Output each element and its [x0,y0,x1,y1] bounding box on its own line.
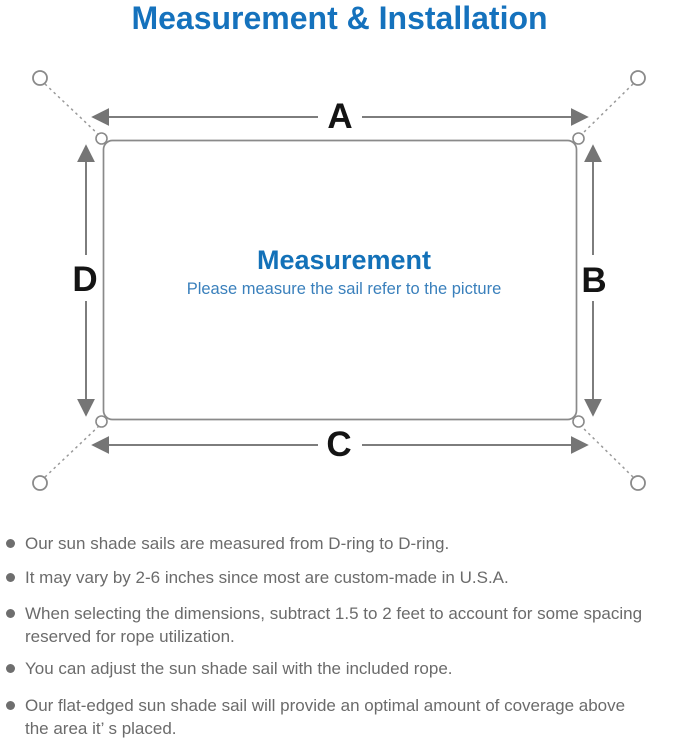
sail-outline [102,139,578,421]
note-text: Our sun shade sails are measured from D-… [25,532,449,555]
rope-line-top-right [579,83,634,137]
dimension-label-d: D [72,260,97,299]
rope-line-bottom-left [44,424,101,478]
bullet-icon [6,573,15,582]
list-item: When selecting the dimensions, subtract … [4,602,676,648]
bullet-icon [6,539,15,548]
list-item: Our flat-edged sun shade sail will provi… [4,694,676,739]
rope-line-top-left [44,83,101,137]
note-line: reserved for rope utilization. [25,627,235,646]
dimension-label-a: A [327,97,352,136]
note-line: Our sun shade sails are measured from D-… [25,534,450,553]
list-item: You can adjust the sun shade sail with t… [4,657,676,680]
note-text: You can adjust the sun shade sail with t… [25,657,453,680]
d-ring-top-right [572,132,585,145]
anchor-point-bottom-left [32,475,48,491]
bullet-icon [6,701,15,710]
notes-list: Our sun shade sails are measured from D-… [4,532,676,739]
d-ring-top-left [95,132,108,145]
dimension-label-b: B [581,261,606,300]
measurement-diagram: A B C D Measurement Please measure the s… [32,70,646,491]
note-text: When selecting the dimensions, subtract … [25,602,642,648]
note-line: It may vary by 2-6 inches since most are… [25,568,509,587]
note-line: You can adjust the sun shade sail with t… [25,659,453,678]
d-ring-bottom-right [572,415,585,428]
d-ring-bottom-left [95,415,108,428]
note-line: Our flat-edged sun shade sail will provi… [25,696,626,715]
page-title: Measurement & Installation [131,0,548,36]
list-item: Our sun shade sails are measured from D-… [4,532,676,555]
list-item: It may vary by 2-6 inches since most are… [4,566,676,589]
diagram-heading: Measurement [257,245,431,275]
anchor-point-top-right [630,70,646,86]
bullet-icon [6,664,15,673]
note-line: When selecting the dimensions, subtract … [25,604,643,623]
note-text: Our flat-edged sun shade sail will provi… [25,694,625,739]
dimension-label-c: C [326,425,351,464]
bullet-icon [6,609,15,618]
anchor-point-bottom-right [630,475,646,491]
rope-line-bottom-right [579,424,634,478]
anchor-point-top-left [32,70,48,86]
diagram-subheading: Please measure the sail refer to the pic… [187,280,502,298]
note-line: the area it’ s placed. [25,719,177,738]
note-text: It may vary by 2-6 inches since most are… [25,566,509,589]
